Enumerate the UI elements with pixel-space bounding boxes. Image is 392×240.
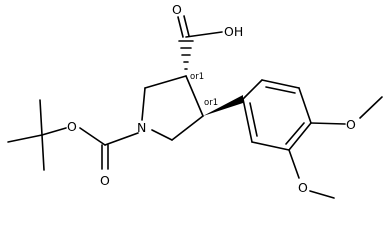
atom-label-methoxy-o-1: O — [346, 117, 356, 132]
bond-ar-double-c — [249, 102, 258, 137]
bond-ar-c6-c1 — [242, 98, 253, 143]
bond-ar-ome2 — [288, 149, 300, 179]
bond-ome2-ch3 — [309, 190, 335, 199]
bond-cq-me-left — [7, 134, 43, 143]
bond-n-c2 — [141, 87, 146, 121]
atom-label-boc-ester-o: O — [67, 119, 77, 134]
bond-ome1-ch3 — [359, 96, 383, 119]
stereo-label-c4: or1 — [204, 98, 218, 108]
bond-acid-c-o-double-1 — [177, 16, 184, 38]
structure-canvas: O OH N O O O O or1 or1 — [7, 2, 383, 199]
bond-ar-c4-c5 — [288, 122, 312, 151]
atom-label-methoxy-o-2: O — [298, 180, 308, 195]
bond-ar-c2-c3 — [261, 79, 300, 89]
wedge-bond-c4-aryl — [203, 95, 243, 116]
bond-ar-ome1 — [310, 122, 346, 125]
bond-c2-c3 — [144, 75, 187, 89]
bond-ar-double-b — [285, 122, 305, 145]
atom-label-acid-oh: OH — [224, 24, 243, 39]
bond-c3-c4 — [185, 75, 204, 117]
bond-c4-c5 — [171, 115, 204, 141]
bond-boc-c-ester-o — [79, 127, 106, 146]
atom-label-acid-o: O — [172, 2, 182, 17]
stereo-label-c3: or1 — [190, 72, 204, 82]
atom-label-ring-n: N — [137, 120, 146, 135]
bond-ar-c1-c2 — [242, 79, 263, 100]
bond-cq-me-down — [41, 134, 45, 171]
bond-ar-c5-c6 — [251, 141, 290, 151]
atom-label-boc-carbonyl-o: O — [100, 173, 110, 188]
bond-acid-c-o-double-2 — [183, 15, 190, 37]
bond-acid-c-oh — [185, 31, 223, 38]
bond-cq-me-up — [39, 99, 43, 136]
bond-n-boc-c — [104, 132, 139, 146]
bond-ar-c3-c4 — [298, 87, 312, 124]
hashed-wedge-bond-c3-acid — [178, 40, 194, 70]
bond-ester-o-cq — [41, 127, 67, 136]
bond-c5-n — [151, 129, 173, 141]
bond-ar-double-a — [265, 86, 296, 94]
molecule-structure: O OH N O O O O or1 or1 — [7, 2, 383, 199]
